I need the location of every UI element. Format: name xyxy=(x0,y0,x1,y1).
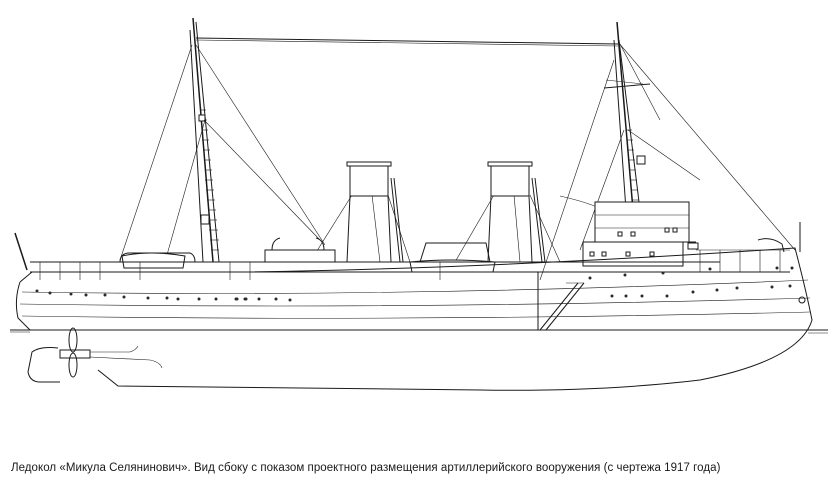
stern-davit xyxy=(14,232,28,271)
funnel-1 xyxy=(346,161,404,263)
rudder xyxy=(27,347,60,383)
mainmast xyxy=(603,21,651,211)
portholes xyxy=(35,266,794,302)
bow-crane xyxy=(757,222,801,253)
gangway-ladder xyxy=(537,272,585,331)
foremast xyxy=(189,17,220,263)
funnel-2 xyxy=(487,161,546,263)
rigging-stays xyxy=(119,41,796,281)
hull xyxy=(10,247,828,391)
figure-caption: Ледокол «Микула Селянинович». Вид сбоку … xyxy=(11,462,721,474)
propeller xyxy=(59,327,163,378)
bow-anchor xyxy=(798,296,806,304)
bridge-superstructure xyxy=(582,201,699,267)
antenna-wire xyxy=(195,37,619,47)
